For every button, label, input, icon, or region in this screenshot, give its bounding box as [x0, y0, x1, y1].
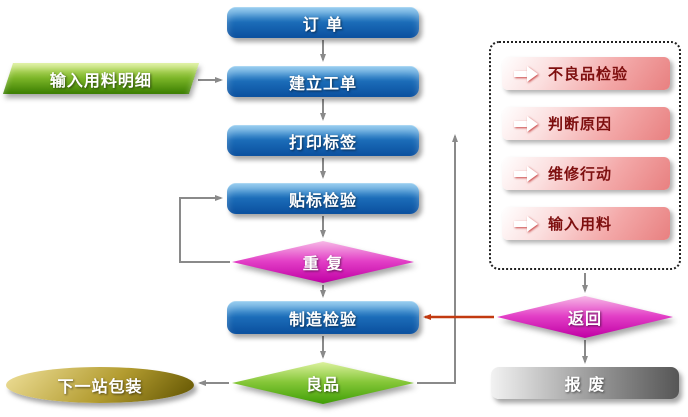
node-scrap: 报 废	[491, 367, 679, 399]
node-next-station-packing-label: 下一站包装	[57, 377, 143, 396]
return-diamond-shape: 返回	[497, 296, 673, 338]
defect-step-repair-action-label: 维修行动	[548, 165, 613, 183]
node-repeat-label: 重 复	[302, 254, 344, 273]
node-repeat-decision: 重 复	[232, 241, 414, 283]
node-input-material-detail: 输入用料明细	[2, 63, 200, 94]
node-manufacture-check-label: 制造检验	[288, 310, 357, 329]
node-manufacture-check: 制造检验	[227, 301, 419, 334]
node-input-material-detail-label: 输入用料明细	[49, 70, 152, 90]
defect-step-inspection: 不良品检验	[502, 57, 670, 90]
node-order: 订 单	[227, 7, 419, 38]
node-print-label: 打印标签	[227, 125, 419, 156]
node-return-decision: 返回	[497, 296, 673, 338]
good-product-diamond-shape: 良品	[232, 362, 414, 404]
defect-step-judge-cause: 判断原因	[502, 107, 670, 140]
node-next-station-packing: 下一站包装	[6, 367, 194, 403]
arrow-good-to-defect-box	[417, 134, 458, 384]
right-arrow-icon	[514, 215, 538, 232]
node-label-check-label: 贴标检验	[288, 191, 357, 210]
node-scrap-label: 报 废	[564, 375, 606, 394]
node-print-label-label: 打印标签	[288, 133, 357, 152]
node-return-label: 返回	[567, 309, 602, 328]
node-create-work-order: 建立工单	[227, 66, 419, 97]
node-label-check: 贴标检验	[227, 183, 419, 214]
right-arrow-icon	[514, 165, 538, 182]
node-good-product-decision: 良品	[232, 362, 414, 404]
defect-step-judge-cause-label: 判断原因	[548, 115, 613, 133]
defect-step-inspection-label: 不良品检验	[548, 65, 629, 83]
arrow-repeat-loop-to-labelcheck	[179, 195, 230, 263]
repeat-diamond-shape: 重 复	[232, 241, 414, 283]
defect-step-input-material-label: 输入用料	[548, 215, 613, 233]
defect-step-repair-action: 维修行动	[502, 157, 670, 190]
right-arrow-icon	[514, 65, 538, 82]
node-order-label: 订 单	[302, 15, 344, 34]
node-create-work-order-label: 建立工单	[288, 74, 357, 93]
defect-step-input-material: 输入用料	[502, 207, 670, 240]
right-arrow-icon	[514, 115, 538, 132]
node-good-product-label: 良品	[305, 375, 340, 394]
